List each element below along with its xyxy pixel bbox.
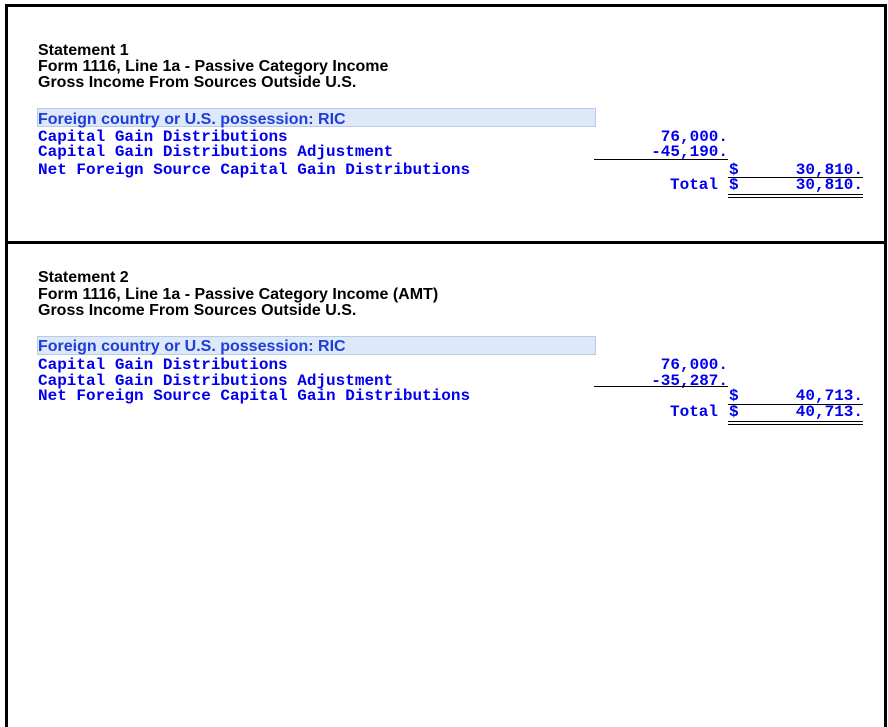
net-rule <box>728 404 863 405</box>
net-rule <box>728 177 863 178</box>
total-value: 40,713. <box>795 403 863 421</box>
subtotal-rule <box>594 386 728 387</box>
statement-form-line: Form 1116, Line 1a - Passive Category In… <box>38 58 389 75</box>
row-value: 76,000. <box>660 356 728 374</box>
total-double-rule <box>728 424 863 425</box>
total-double-rule <box>728 421 863 422</box>
statement-subtitle: Gross Income From Sources Outside U.S. <box>38 302 357 319</box>
net-currency: $ <box>729 387 739 405</box>
net-label: Net Foreign Source Capital Gain Distribu… <box>38 387 471 405</box>
total-label: Total <box>670 176 719 194</box>
country-label: Foreign country or U.S. possession: RIC <box>38 338 346 355</box>
row-value: 76,000. <box>660 128 728 146</box>
statement-divider <box>8 241 886 244</box>
row-label: Capital Gain Distributions <box>38 356 288 374</box>
country-label: Foreign country or U.S. possession: RIC <box>38 111 346 128</box>
total-double-rule <box>728 194 863 195</box>
net-label: Net Foreign Source Capital Gain Distribu… <box>38 161 471 179</box>
statement-subtitle: Gross Income From Sources Outside U.S. <box>38 74 357 91</box>
total-value: 30,810. <box>795 176 863 194</box>
page-frame <box>5 4 887 727</box>
country-highlight <box>37 336 596 355</box>
statement-title: Statement 2 <box>38 269 129 286</box>
total-double-rule <box>728 197 863 198</box>
statement-title: Statement 1 <box>38 42 129 59</box>
row-value: -45,190. <box>651 143 728 161</box>
total-label: Total <box>670 403 719 421</box>
row-value: -35,287. <box>651 372 728 390</box>
subtotal-rule <box>594 159 728 160</box>
net-value: 30,810. <box>795 161 863 179</box>
total-currency: $ <box>729 403 739 421</box>
country-highlight <box>37 108 596 127</box>
total-currency: $ <box>729 176 739 194</box>
row-label: Capital Gain Distributions <box>38 128 288 146</box>
net-currency: $ <box>729 161 739 179</box>
row-label: Capital Gain Distributions Adjustment <box>38 143 394 161</box>
row-label: Capital Gain Distributions Adjustment <box>38 372 394 390</box>
net-value: 40,713. <box>795 387 863 405</box>
statement-form-line: Form 1116, Line 1a - Passive Category In… <box>38 286 439 303</box>
